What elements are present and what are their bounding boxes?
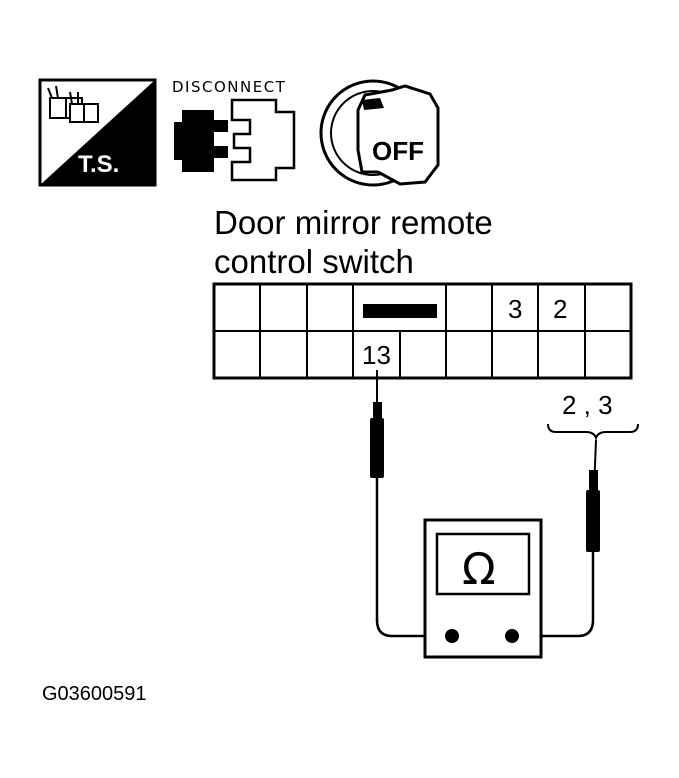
meter-terminal-left <box>445 629 459 643</box>
pin-label-3: 3 <box>508 294 522 324</box>
ignition-off-icon: OFF <box>319 79 440 187</box>
ts-label: T.S. <box>78 151 119 178</box>
troubleshooting-icon: T.S. <box>38 78 157 187</box>
left-probe <box>370 370 448 638</box>
connector-lock-tab <box>363 304 437 318</box>
disconnect-icon: DISCONNECT <box>172 78 296 182</box>
connector-plug-left-icon <box>174 110 228 172</box>
ohm-symbol: Ω <box>462 544 496 595</box>
disconnect-label: DISCONNECT <box>172 78 286 96</box>
connector-title-line2: control switch <box>214 243 414 280</box>
probe-pin-label: 2 , 3 <box>562 390 613 420</box>
meter-terminal-right <box>505 629 519 643</box>
connector-plug-right-icon <box>230 98 296 182</box>
right-probe <box>514 439 600 638</box>
pin-brace <box>547 423 639 442</box>
off-label: OFF <box>372 136 424 166</box>
figure-code: G03600591 <box>42 683 147 705</box>
connector-pair-icon <box>47 85 99 123</box>
ohmmeter: Ω <box>423 518 543 659</box>
pin-label-2: 2 <box>553 294 567 324</box>
connector-face <box>212 282 633 380</box>
pin-label-13: 13 <box>362 340 391 370</box>
connector-title-line1: Door mirror remote <box>214 204 493 241</box>
